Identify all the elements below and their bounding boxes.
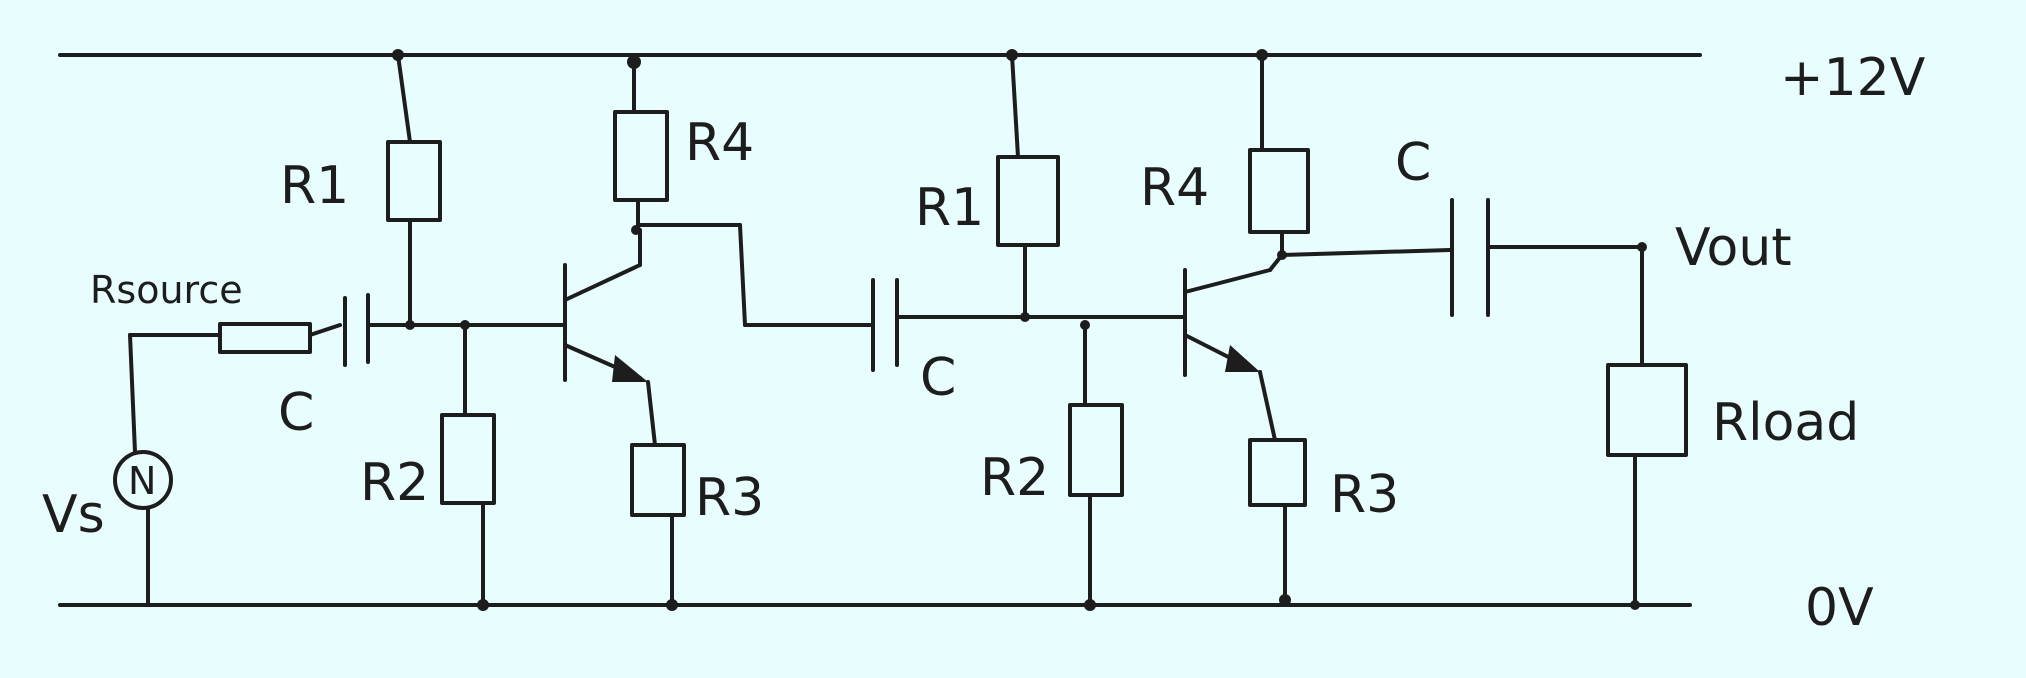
output-coupling-capacitor-label: C xyxy=(1395,133,1431,193)
output-label: Vout xyxy=(1675,218,1792,278)
stage1-coupling-capacitor xyxy=(343,293,370,367)
stage2-r1-label: R1 xyxy=(915,178,984,238)
stage2-transistor xyxy=(1183,253,1284,442)
stage1-transistor xyxy=(563,228,657,447)
stage2-r4-resistor xyxy=(1248,53,1310,257)
output-coupling-capacitor xyxy=(1450,198,1490,317)
svg-text:N: N xyxy=(128,459,156,503)
voltage-source-label: Vs xyxy=(42,485,105,545)
stage1-r4-label: R4 xyxy=(685,113,754,173)
stage1-r3-label: R3 xyxy=(695,468,764,528)
stage2-r1-resistor xyxy=(996,53,1060,319)
stage2-r3-resistor xyxy=(1248,438,1307,607)
interstage-coupling-capacitor-label: C xyxy=(920,348,956,408)
load-resistor-label: Rload xyxy=(1712,393,1859,453)
source-resistor xyxy=(218,322,312,354)
stage1-r3-resistor xyxy=(630,443,686,607)
stage1-r2-label: R2 xyxy=(360,453,429,513)
stage2-r2-resistor xyxy=(1068,323,1124,607)
supply-rail-label: +12V xyxy=(1780,48,1926,108)
interstage-coupling-capacitor xyxy=(871,278,899,372)
stage1-coupling-capacitor-label: C xyxy=(278,383,314,443)
stage1-r2-resistor xyxy=(440,323,496,607)
stage2-r3-label: R3 xyxy=(1330,465,1399,525)
stage2-r4-label: R4 xyxy=(1140,158,1209,218)
stage1-r4-resistor xyxy=(613,53,669,232)
ground-rail-label: 0V xyxy=(1805,578,1874,638)
voltage-source: N xyxy=(113,333,222,607)
stage2-r2-label: R2 xyxy=(980,448,1049,508)
load-resistor xyxy=(1606,245,1688,607)
stage1-r1-label: R1 xyxy=(280,156,349,216)
stage1-r1-resistor xyxy=(386,53,442,327)
source-resistor-label: Rsource xyxy=(90,268,243,312)
